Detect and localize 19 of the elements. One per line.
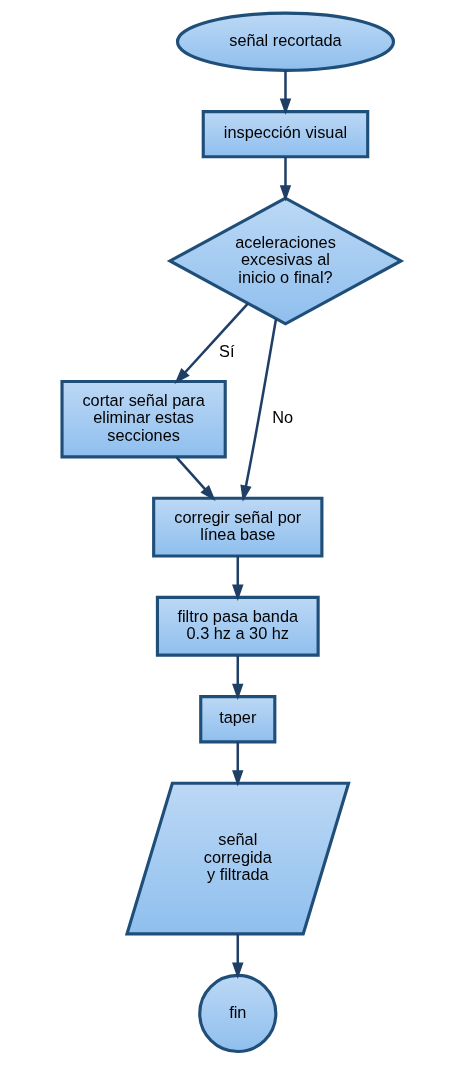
arrow [231,934,243,979]
arrow [231,741,243,787]
arrow [231,556,243,601]
arrow [239,318,277,502]
node-box: inspección visual [201,110,369,159]
node-box: corregir señal por línea base [151,496,323,558]
node-diamond: aceleraciones excesivas al inicio o final? [166,196,404,326]
node-circle: fin [197,973,277,1054]
arrow [175,456,216,501]
arrow [279,70,291,115]
node-box: cortar señal para eliminar estas secciones [59,379,227,459]
node-box: taper [198,695,276,744]
arrow [279,157,291,202]
edge-label: No [271,408,293,427]
arrow [174,302,249,384]
arrow [231,655,243,700]
edge-label: Sí [218,341,234,360]
node-ellipse: señal recortada [175,11,395,72]
node-box: filtro pasa banda 0.3 hz a 30 hz [155,595,320,657]
